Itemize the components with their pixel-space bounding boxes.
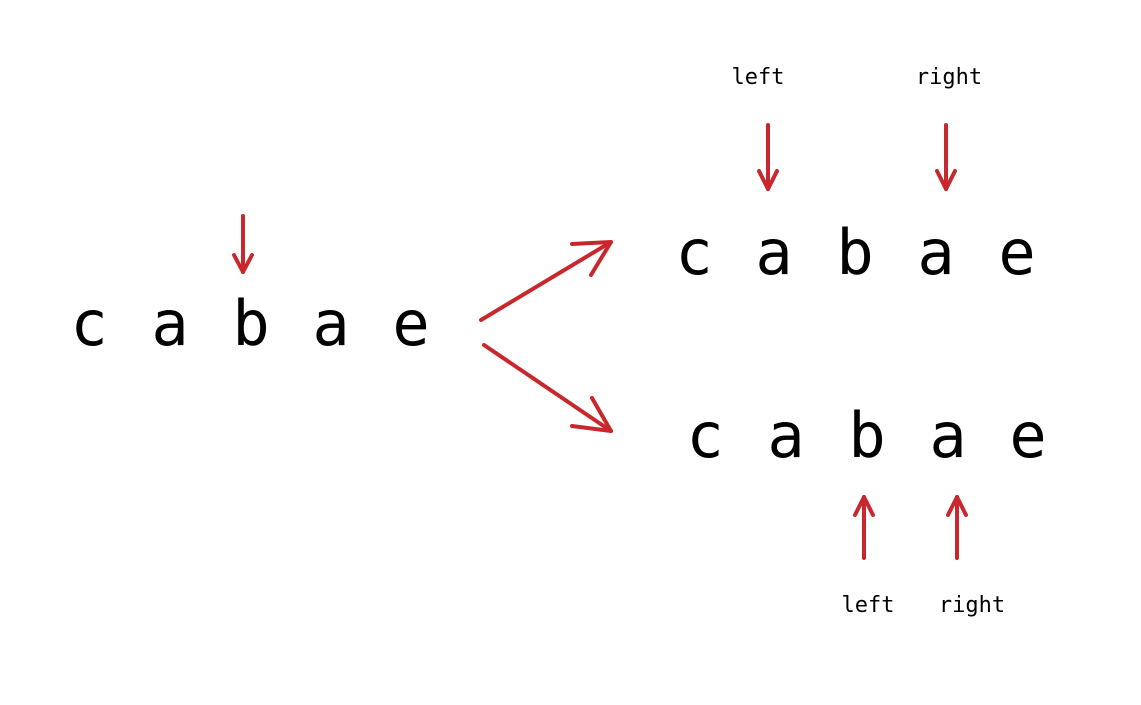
center-pointer-arrow-down-icon	[232, 214, 254, 274]
case-odd-left-label: left	[732, 65, 785, 90]
case-even-right-arrow-up-icon	[946, 495, 968, 560]
case-even-char-0: c	[686, 399, 723, 472]
case-odd: left right c a b a e	[675, 65, 1035, 289]
case-odd-char-4: e	[998, 216, 1035, 289]
case-even: c a b a e left right	[686, 399, 1046, 618]
case-even-right-label: right	[939, 593, 1005, 618]
source-char-0: c	[70, 287, 107, 360]
case-odd-right-label: right	[916, 65, 982, 90]
source-string: c a b a e	[70, 287, 429, 360]
case-even-left-arrow-up-icon	[853, 495, 875, 560]
case-odd-char-3: a	[917, 216, 954, 289]
case-even-char-4: e	[1009, 399, 1046, 472]
source-char-3: a	[312, 287, 349, 360]
source-char-2: b	[232, 287, 269, 360]
case-odd-char-2: b	[836, 216, 873, 289]
case-even-char-3: a	[929, 399, 966, 472]
branch-arrow-down-icon	[482, 343, 613, 433]
branch-arrow-up-icon	[479, 240, 613, 322]
case-odd-left-arrow-down-icon	[757, 123, 779, 191]
case-even-left-label: left	[842, 593, 895, 618]
source-char-4: e	[392, 287, 429, 360]
case-odd-right-arrow-down-icon	[935, 123, 957, 191]
case-odd-char-0: c	[675, 216, 712, 289]
case-even-char-1: a	[767, 399, 804, 472]
case-even-char-2: b	[848, 399, 885, 472]
case-odd-char-1: a	[755, 216, 792, 289]
source-char-1: a	[151, 287, 188, 360]
